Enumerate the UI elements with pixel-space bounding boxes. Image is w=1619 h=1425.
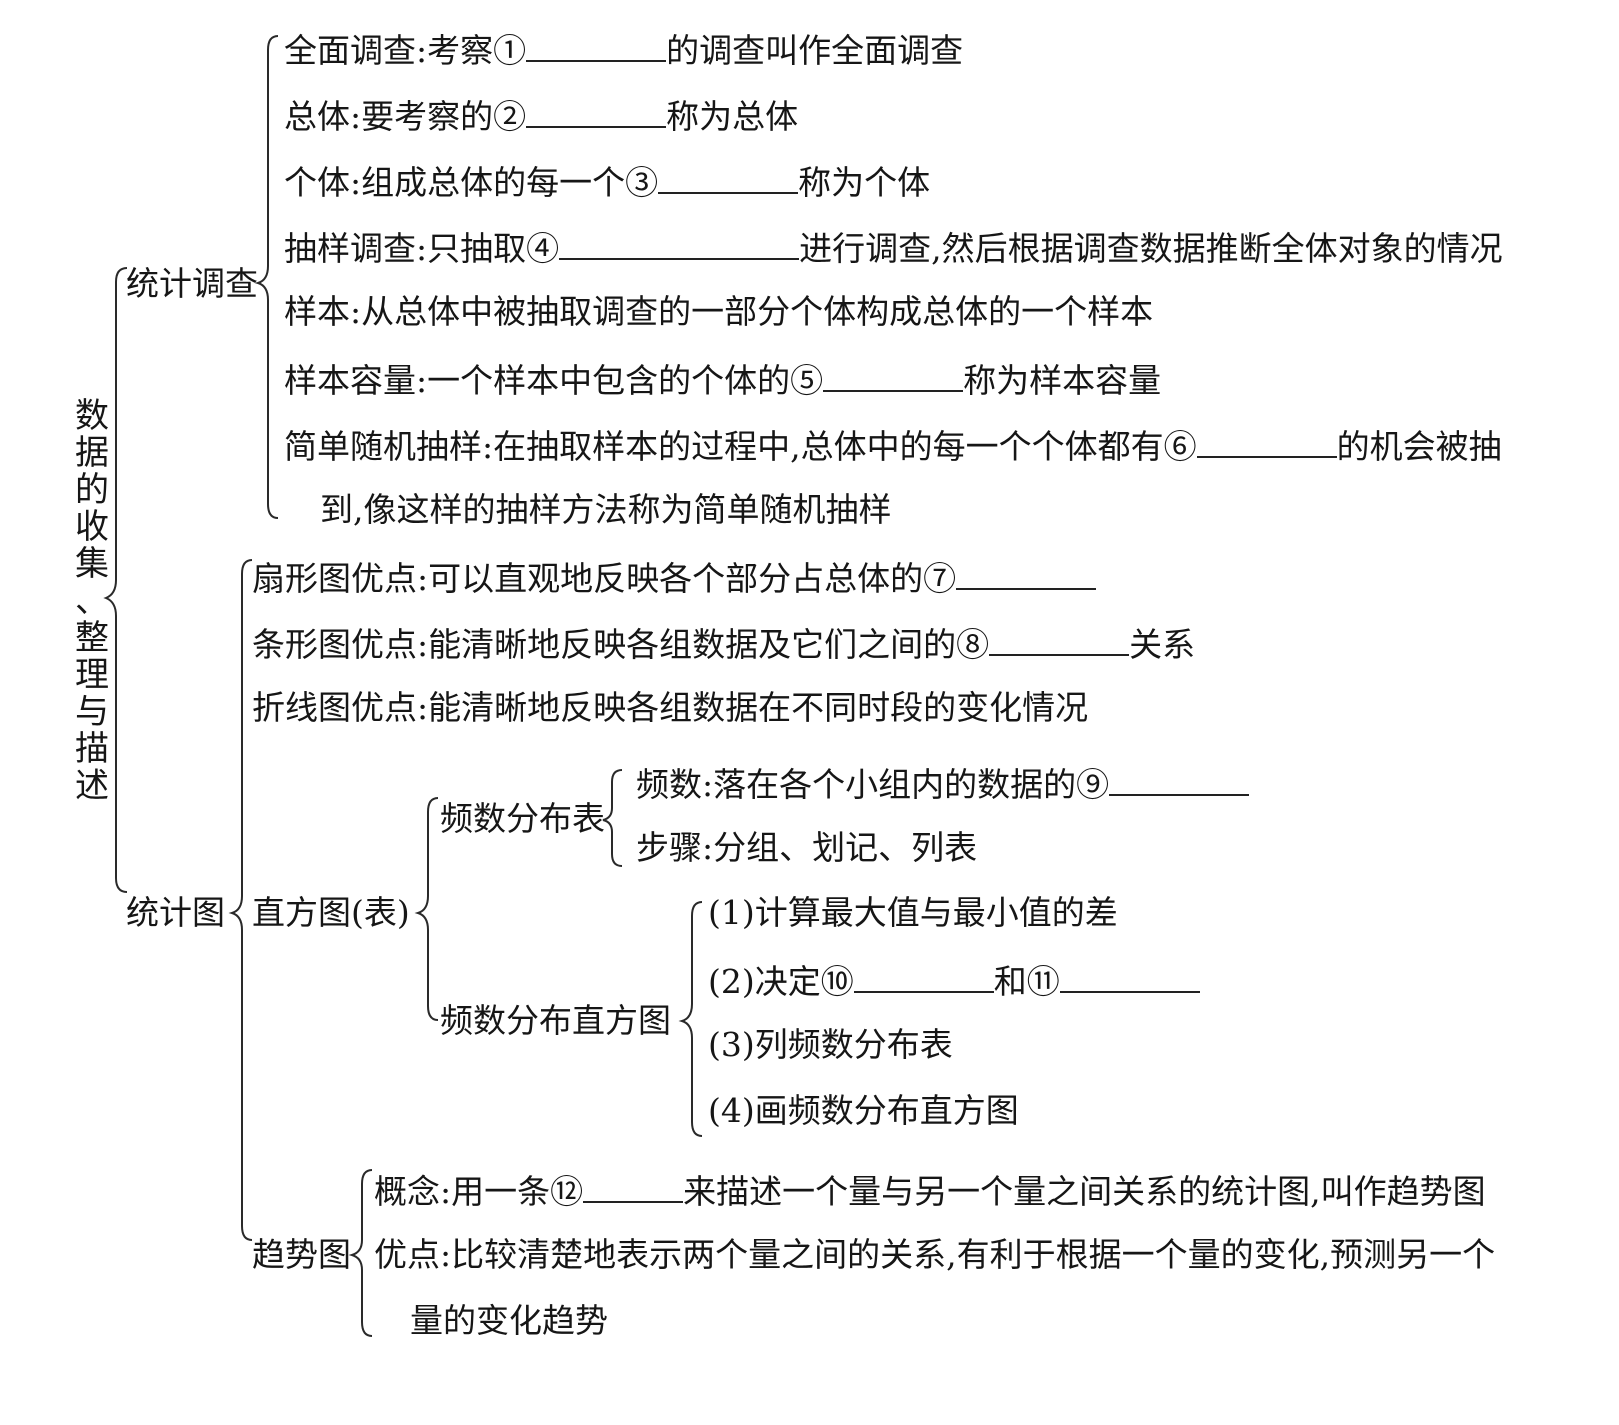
root-title-char: 数 [75, 396, 109, 436]
blank-11 [1059, 959, 1200, 993]
root-title-char: 理 [75, 655, 109, 695]
blank-4 [559, 226, 800, 260]
blank-1 [526, 28, 667, 62]
blank-8 [989, 622, 1130, 656]
root-title-char: 集 [75, 544, 109, 584]
root-title-char: 述 [75, 766, 109, 806]
root-title-char: 收 [75, 507, 109, 547]
survey-label: 统计调查 [126, 264, 258, 303]
histogram-label: 直方图(表) [252, 893, 410, 932]
line-item: 折线图优点:能清晰地反映各组数据在不同时段的变化情况 [252, 688, 1089, 727]
charts-label: 统计图 [126, 893, 225, 932]
freq-hist-label: 频数分布直方图 [440, 1001, 671, 1040]
root-title-char: 、 [75, 581, 109, 621]
survey-brace [254, 35, 279, 519]
pie-item: 扇形图优点:可以直观地反映各个部分占总体的⑦ [252, 556, 1097, 599]
trend-brace [348, 1169, 373, 1337]
root-title: 数据的收集、整理与描述 [72, 398, 112, 805]
histogram-brace [414, 797, 439, 1021]
trend-label: 趋势图 [252, 1235, 351, 1274]
freq-item: 频数:落在各个小组内的数据的⑨ [636, 762, 1250, 805]
blank-2 [526, 94, 667, 128]
freq-hist-brace [678, 901, 703, 1137]
blank-6 [1196, 424, 1337, 458]
freq-table-label: 频数分布表 [440, 799, 605, 838]
blank-10 [853, 959, 994, 993]
sample-item: 样本:从总体中被抽取调查的一部分个体构成总体的一个样本 [284, 292, 1154, 331]
hist-step-1: (1)计算最大值与最小值的差 [708, 893, 1118, 932]
hist-step-3: (3)列频数分布表 [708, 1025, 953, 1064]
blank-12 [583, 1169, 684, 1203]
steps-item: 步骤:分组、划记、列表 [636, 828, 978, 867]
root-title-char: 整 [75, 618, 109, 658]
blank-9 [1109, 762, 1250, 796]
trend-advantage-line2: 量的变化趋势 [410, 1301, 608, 1340]
trend-advantage-line1: 优点:比较清楚地表示两个量之间的关系,有利于根据一个量的变化,预测另一个 [374, 1235, 1496, 1274]
freq-table-brace [602, 769, 623, 867]
blank-5 [823, 358, 964, 392]
blank-7 [956, 556, 1097, 590]
root-title-char: 与 [75, 692, 109, 732]
root-brace [103, 267, 128, 893]
charts-brace [228, 559, 253, 1241]
root-title-char: 据 [75, 433, 109, 473]
root-title-char: 描 [75, 729, 109, 769]
root-title-char: 的 [75, 470, 109, 510]
blank-3 [658, 160, 799, 194]
simple-random-line2: 到,像这样的抽样方法称为简单随机抽样 [320, 490, 892, 529]
hist-step-4: (4)画频数分布直方图 [708, 1091, 1019, 1130]
